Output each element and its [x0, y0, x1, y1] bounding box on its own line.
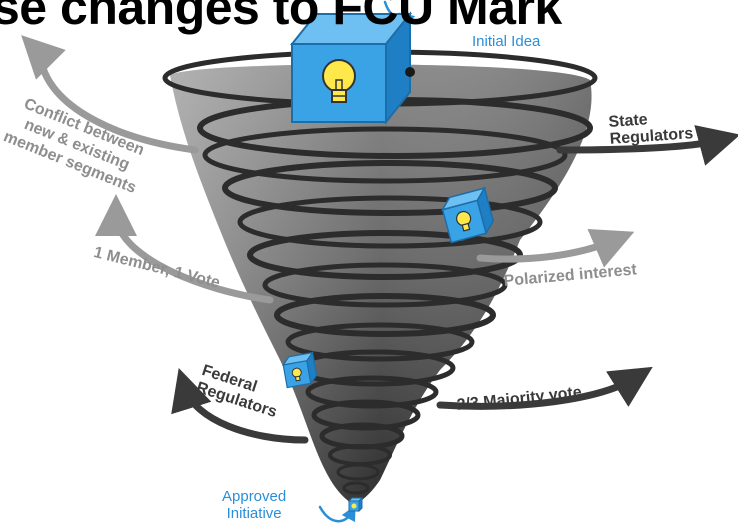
tornado-rings: [162, 49, 598, 495]
ring: [262, 262, 508, 308]
page-title: se changes to FCU Mark: [0, 0, 562, 35]
ring: [336, 463, 380, 481]
label-line: Approved: [222, 488, 287, 505]
idea-cube-small: [281, 351, 318, 389]
lightbulb-icon: [322, 59, 356, 103]
ring: [311, 399, 421, 431]
swirl-arrow-majority: [436, 366, 653, 410]
swirl-arrows: [21, 0, 738, 523]
ring: [274, 293, 496, 337]
ring: [222, 160, 558, 216]
approved-arrow: [318, 505, 356, 523]
swirl-arrow-state: [556, 125, 738, 166]
idea-cube-tiny: [347, 496, 364, 513]
idea-cube-large: [289, 11, 415, 125]
ring: [285, 322, 475, 362]
ring: [237, 195, 543, 249]
lightbulb-icon: [291, 367, 302, 382]
idea-cube-medium: [441, 186, 495, 244]
ring: [305, 375, 439, 409]
ring: [247, 230, 523, 280]
label-initial-idea: Initial Idea: [472, 33, 541, 50]
swirl-arrow-polarized: [476, 228, 635, 268]
lightbulb-icon: [455, 210, 472, 232]
swirl-arrow-federal: [171, 367, 309, 444]
label-approved-initiative: Approved Initiative: [222, 488, 286, 522]
ring: [202, 126, 568, 184]
label-state-regulators: State Regulators: [608, 108, 694, 148]
swirl-arrow-conflict: [21, 35, 199, 154]
label-line: Initiative: [226, 505, 282, 522]
swirl-arrow-onevote: [95, 194, 274, 304]
ring: [342, 481, 370, 495]
lightbulb-icon: [351, 503, 357, 509]
